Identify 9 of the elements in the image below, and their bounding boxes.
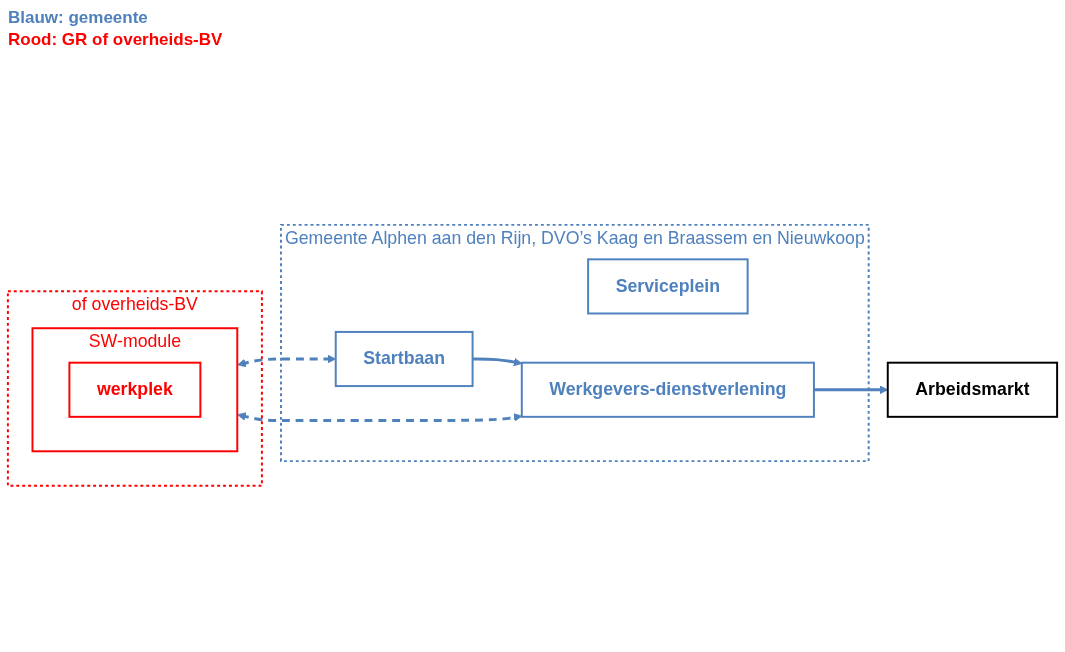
node-box: Startbaan bbox=[334, 330, 474, 387]
legend-entry: Blauw: gemeente bbox=[8, 8, 149, 28]
arrow bbox=[472, 357, 523, 366]
node-box: Arbeidsmarkt bbox=[886, 361, 1059, 418]
node-box: Werkgevers-dienstverlening bbox=[520, 361, 815, 418]
node-box: Serviceplein bbox=[587, 258, 749, 315]
node-box: werkplek bbox=[68, 361, 202, 418]
legend-entry: Rood: GR of overheids-BV bbox=[8, 30, 223, 50]
arrow bbox=[237, 411, 523, 422]
